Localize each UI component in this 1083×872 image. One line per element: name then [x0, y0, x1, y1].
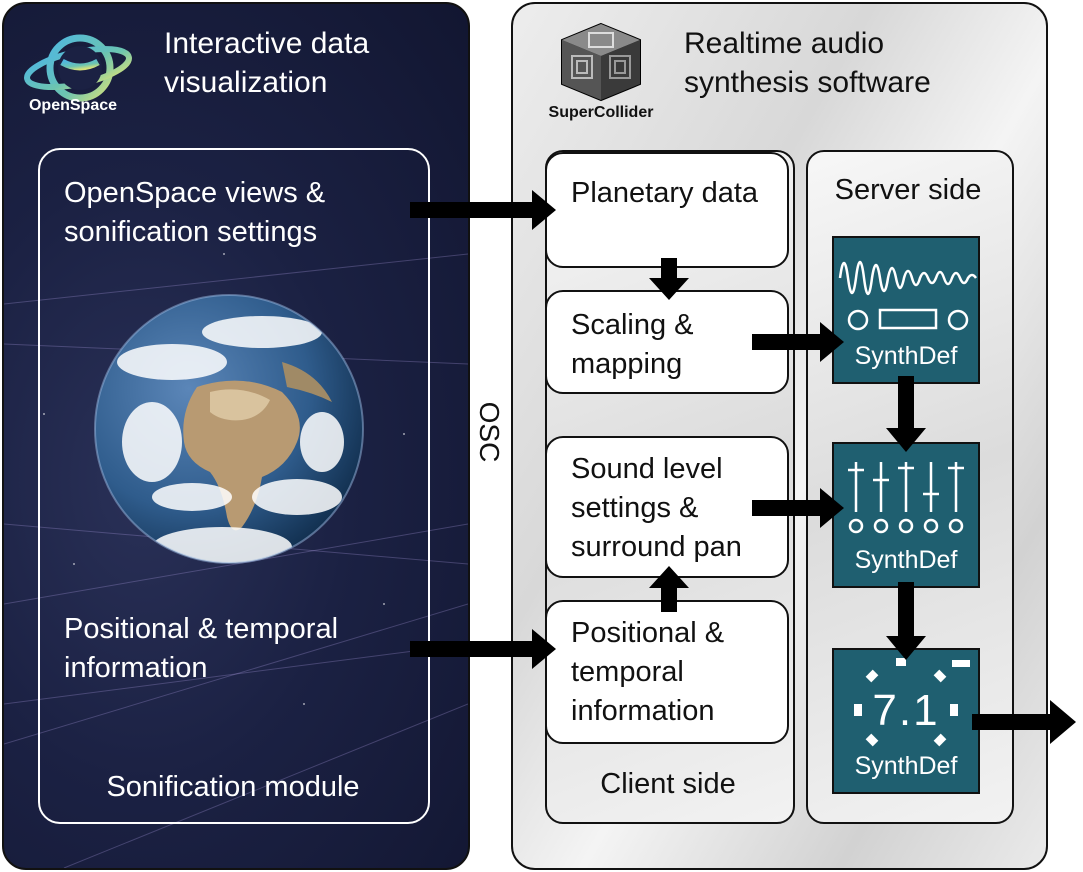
synthdef-label-1: SynthDef [854, 342, 958, 370]
synthdef-label-2: SynthDef [854, 546, 958, 574]
synthdef-surround: 7.1 SynthDef [832, 648, 980, 794]
starfield-background [4, 253, 468, 868]
sound-level-label: Sound level settings & surround pan [571, 453, 742, 563]
mixer-faders-icon [848, 462, 964, 534]
supercollider-logo-label: SuperCollider [548, 104, 654, 121]
openspace-logo-label: OpenSpace [28, 97, 118, 114]
sonification-module-box [38, 148, 430, 824]
surround-speakers-icon [854, 658, 970, 747]
scaling-mapping-label: Scaling & mapping [571, 309, 694, 380]
sonification-module-label: Sonification module [106, 771, 360, 803]
supercollider-cube-icon [561, 22, 641, 102]
sound-level-box: Sound level settings & surround pan [545, 436, 789, 578]
scaling-mapping-box: Scaling & mapping [545, 290, 789, 394]
server-side-label: Server side [834, 174, 982, 206]
synthdef-oscillator: SynthDef [832, 236, 980, 384]
positional-info-label: Positional & temporal information [571, 617, 725, 727]
osc-link: OSC [466, 392, 512, 472]
planetary-data-box: Planetary data [545, 152, 789, 268]
synthdef-mixer: SynthDef [832, 442, 980, 588]
oscillator-wave-icon [838, 260, 978, 331]
openspace-logo-icon [24, 34, 132, 102]
positional-info-box: Positional & temporal information [545, 600, 789, 744]
client-side-label: Client side [600, 768, 736, 800]
osc-label: OSC [474, 401, 505, 463]
positional-temporal-text: Positional & temporal information [64, 613, 339, 684]
supercollider-title: Realtime audio synthesis software [684, 27, 931, 99]
planetary-data-label: Planetary data [571, 177, 759, 209]
earth-globe-image [94, 294, 364, 564]
synthdef-label-3: SynthDef [854, 752, 958, 780]
surround-71-label: 7.1 [872, 686, 940, 735]
openspace-title: Interactive data visualization [164, 27, 370, 99]
views-settings-text: OpenSpace views & sonification settings [64, 177, 326, 248]
